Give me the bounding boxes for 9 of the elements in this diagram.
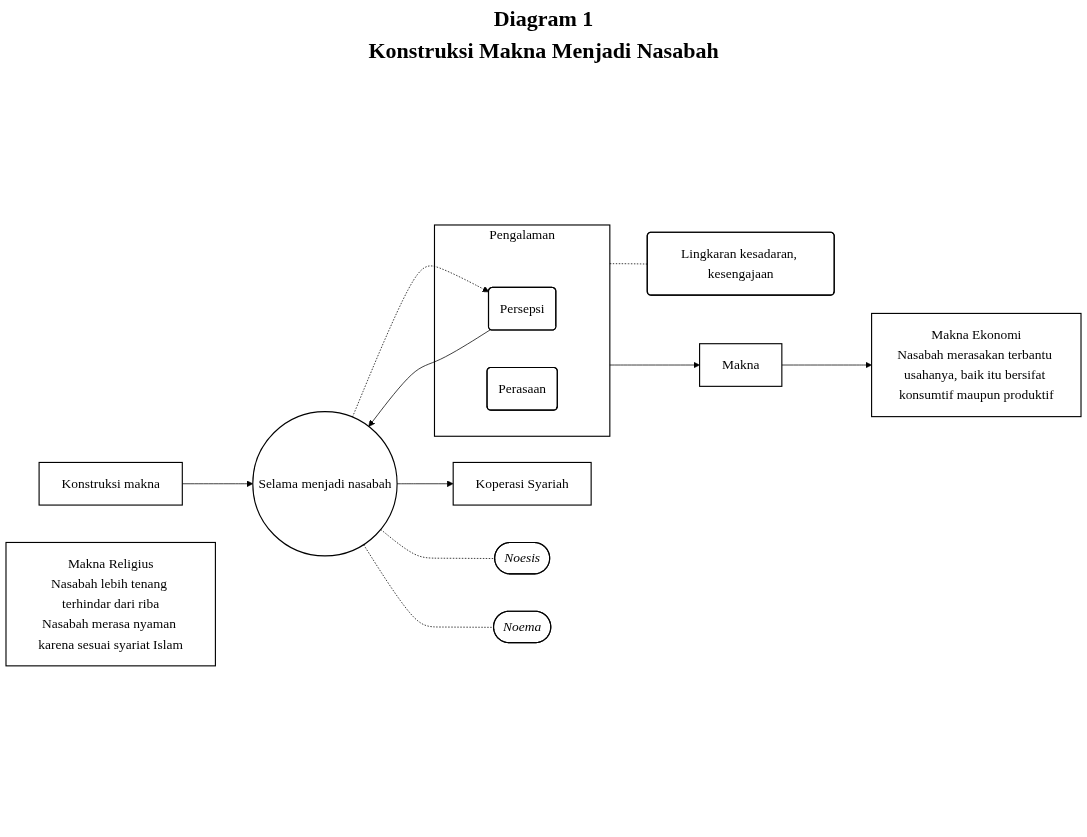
node-box: Koperasi Syariah	[452, 461, 592, 506]
node-box: Makna Ekonomi Nasabah merasakan terbantu usahanya, baik itu bersifat konsumtif maupun produktif	[871, 312, 1082, 417]
node-box: Makna	[699, 342, 783, 387]
diagram-title: Diagram 1	[492, 6, 595, 32]
node-box: Konstruksi makna	[38, 461, 183, 506]
node-box: Makna Religius Nasabah lebih tenang terhindar dari riba Nasabah merasa nyaman karena sesuai syariat Islam	[5, 541, 216, 666]
connector	[609, 262, 648, 264]
diagram-caption: Konstruksi Makna Menjadi Nasabah	[367, 38, 720, 64]
node-circle: Selama menjadi nasabah	[252, 410, 398, 557]
